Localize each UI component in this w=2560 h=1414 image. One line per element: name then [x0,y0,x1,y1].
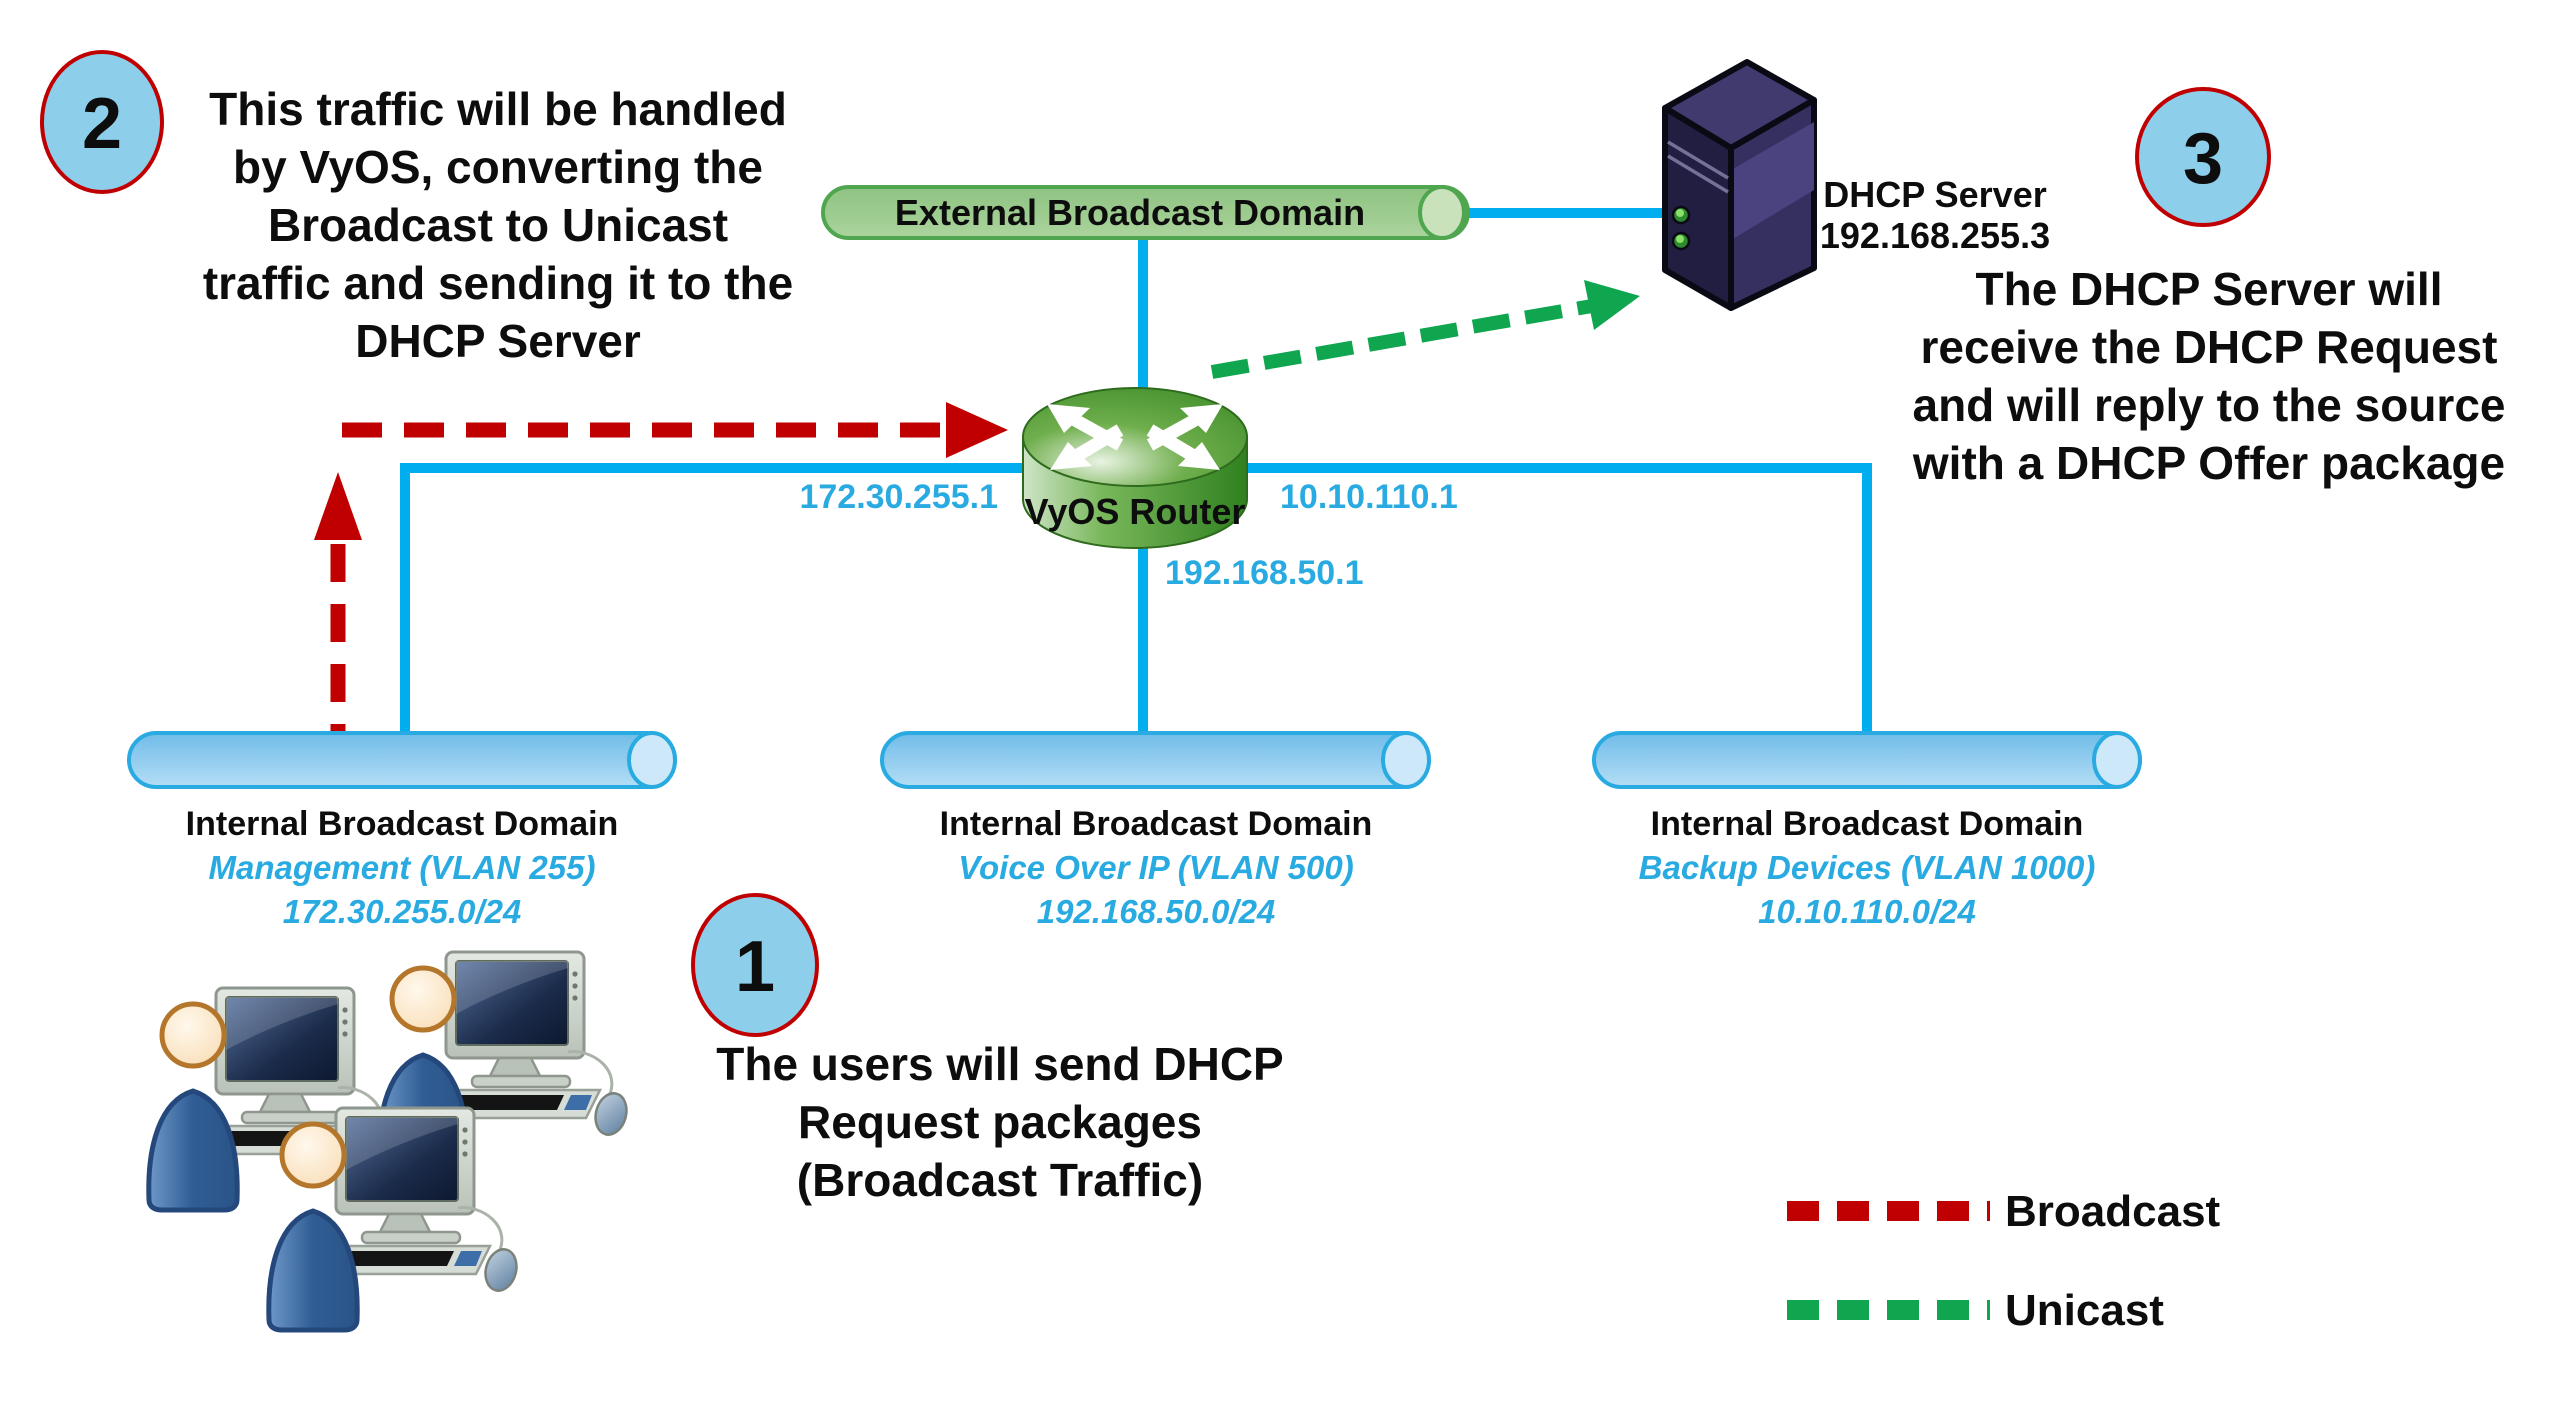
internal-domain-voip: Internal Broadcast Domain Voice Over IP … [880,731,1431,930]
step-1-number: 1 [735,927,775,1007]
legend-broadcast-label: Broadcast [2005,1187,2221,1236]
step-2-text: This traffic will be handled by VyOS, co… [203,83,793,367]
internal-domain-management: Internal Broadcast Domain Management (VL… [127,731,677,930]
step-3-text: The DHCP Server will receive the DHCP Re… [1912,263,2506,489]
step-3-badge: 3 [2135,87,2271,227]
step-2-line: DHCP Server [355,315,641,367]
router-ip-right: 10.10.110.1 [1280,478,1458,516]
step-1-line: The users will send DHCP [716,1038,1283,1090]
step-3-number: 3 [2183,119,2223,199]
users-group-icon [149,952,631,1330]
vyos-router-icon: VyOS Router [1022,387,1248,549]
step-3-line: and will reply to the source [1912,379,2505,431]
external-domain-label: External Broadcast Domain [895,192,1365,233]
step-2-line: traffic and sending it to the [203,257,793,309]
broadcast-arrowhead-up [314,472,362,540]
internal-domain-subnet: 172.30.255.0/24 [283,893,522,930]
internal-domain-subnet: 192.168.50.0/24 [1037,893,1276,930]
dhcp-server-title: DHCP Server [1823,174,2046,215]
step-3-line: with a DHCP Offer package [1912,437,2505,489]
broadcast-arrowhead-right [946,402,1008,458]
internal-domain-backup: Internal Broadcast Domain Backup Devices… [1592,731,2142,930]
unicast-arrowhead [1584,280,1640,330]
step-3-line: receive the DHCP Request [1921,321,2498,373]
step-2-badge: 2 [40,50,164,194]
broadcast-flow-arrow [314,402,1008,762]
unicast-arrow-line [1210,299,1594,379]
internal-domain-vlan: Management (VLAN 255) [209,849,596,886]
internal-domain-vlan: Voice Over IP (VLAN 500) [958,849,1354,886]
step-3-line: The DHCP Server will [1976,263,2443,315]
internal-domain-vlan: Backup Devices (VLAN 1000) [1639,849,2096,886]
internal-domain-subnet: 10.10.110.0/24 [1758,893,1976,930]
step-1-line: Request packages [798,1096,1202,1148]
step-1-badge: 1 [691,893,819,1037]
legend-unicast-label: Unicast [2005,1286,2164,1335]
internal-domain-title: Internal Broadcast Domain [1651,805,2084,843]
dhcp-server-ip: 192.168.255.3 [1820,215,2050,256]
step-2-line: by VyOS, converting the [233,141,763,193]
internal-domain-title: Internal Broadcast Domain [940,805,1373,843]
internal-domain-title: Internal Broadcast Domain [186,805,619,843]
step-1-line: (Broadcast Traffic) [797,1154,1203,1206]
router-ip-left: 172.30.255.1 [799,478,998,516]
external-broadcast-domain: External Broadcast Domain [821,185,1470,240]
router-arrowheads [1047,404,1223,470]
router-arrows-icon [1071,414,1199,461]
step-1-text: The users will send DHCP Request package… [716,1038,1283,1206]
unicast-flow-arrow [1210,280,1640,379]
legend: Broadcast Unicast [1787,1187,2221,1335]
step-2-line: This traffic will be handled [209,83,787,135]
user-workstation-icon [269,1108,521,1330]
step-2-line: Broadcast to Unicast [268,199,728,251]
router-label: VyOS Router [1025,491,1246,532]
dhcp-server-icon [1662,59,1817,311]
step-2-number: 2 [82,84,122,164]
router-ip-bottom: 192.168.50.1 [1165,554,1364,592]
